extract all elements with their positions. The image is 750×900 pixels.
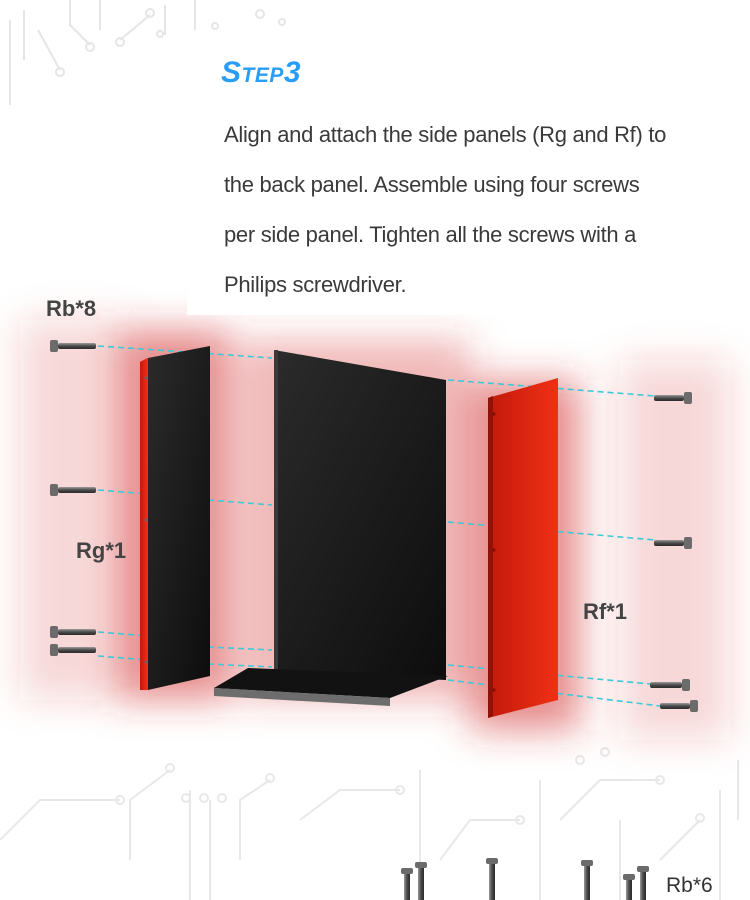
instruction-line-3: per side panel. Tighten all the screws w…	[224, 222, 637, 247]
back-panel	[274, 350, 446, 680]
screws-right	[650, 392, 698, 712]
label-rg1: Rg*1	[76, 538, 127, 563]
bottom-panel	[214, 668, 448, 706]
label-rf1: Rf*1	[583, 599, 628, 624]
instruction-text: Align and attach the side panels (Rg and…	[224, 110, 724, 310]
instruction-backdrop	[187, 100, 750, 315]
screws-left	[50, 340, 96, 656]
label-rb6: Rb*6	[666, 874, 713, 897]
side-panel-rg	[140, 346, 210, 690]
screws-bottom	[401, 858, 649, 900]
side-panel-rf	[488, 378, 558, 718]
circuit-decoration-top	[9, 0, 286, 105]
instruction-line-4: Philips screwdriver.	[224, 272, 407, 297]
step-title: Step3	[221, 56, 302, 89]
instruction-line-1: Align and attach the side panels (Rg and…	[224, 122, 667, 147]
circuit-decoration-bottom	[0, 747, 739, 900]
instruction-line-2: the back panel. Assemble using four scre…	[224, 172, 640, 197]
label-rb8: Rb*8	[46, 296, 97, 321]
